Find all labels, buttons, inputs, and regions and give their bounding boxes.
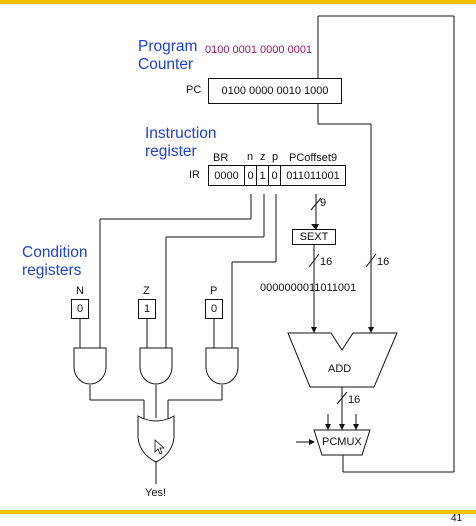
sext-unit: SEXT [292,229,336,245]
and-gate-z [139,347,173,385]
pc-next-value: 0100 0001 0000 0001 [205,44,313,56]
cc-n-register: 0 [71,299,89,319]
cc-p-label: P [210,285,218,297]
arrowhead [353,424,359,430]
bus-width-sext-to-adder: 16 [320,256,333,268]
arrowhead [311,327,317,333]
bus-slash [336,391,348,405]
bus-width-pc-to-adder: 16 [377,256,390,268]
ir-field-header-p: p [272,151,279,163]
and-gate-n [73,347,107,385]
ir-field-header-br: BR [213,152,229,164]
branch-result-label: Yes! [145,487,167,499]
instruction-register-label: Instruction register [145,125,217,160]
slide-number: 41 [451,513,463,524]
arrowhead [339,424,345,430]
pcmux-unit [313,429,371,456]
arrowhead [311,224,319,230]
ir-field-n: 0 [244,165,257,186]
cc-z-label: Z [143,285,150,297]
ir-field-br: 0000 [208,165,245,186]
cc-p-register: 0 [205,299,223,319]
cc-n-label: N [76,285,84,297]
adder-unit [287,332,398,388]
top-accent-rule [0,0,476,4]
cc-z-register: 1 [138,299,156,319]
ir-field-header-n: n [247,151,254,163]
pc-register: 0100 0000 0010 1000 [208,78,342,104]
or-gate [137,415,175,463]
ir-field-p: 0 [268,165,281,186]
ir-field-header-z: z [260,151,266,163]
bus-width-adder-to-mux: 16 [348,394,361,406]
arrowhead [368,327,374,333]
sext-output-value: 0000000011011001 [260,282,357,294]
ir-field-pcoffset9: 011011001 [280,165,346,186]
bus-slash [365,253,377,268]
pc-label: PC [186,84,202,96]
arrowhead [309,439,315,445]
bottom-accent-rule [0,510,476,514]
ir-label: IR [189,169,200,181]
condition-registers-label: Condition registers [22,244,88,279]
and-gate-p [205,347,239,385]
ir-field-header-pcoffset9: PCoffset9 [289,152,338,164]
adder-label: ADD [328,363,352,375]
bus-slash [308,253,320,268]
pcmux-label: PCMUX [322,436,362,448]
program-counter-label: Program Counter [138,38,198,73]
bus-slash [310,197,322,211]
arrowhead [325,424,331,430]
mouse-cursor-icon [154,439,166,455]
bus-width-ir-to-sext: 9 [320,197,327,209]
